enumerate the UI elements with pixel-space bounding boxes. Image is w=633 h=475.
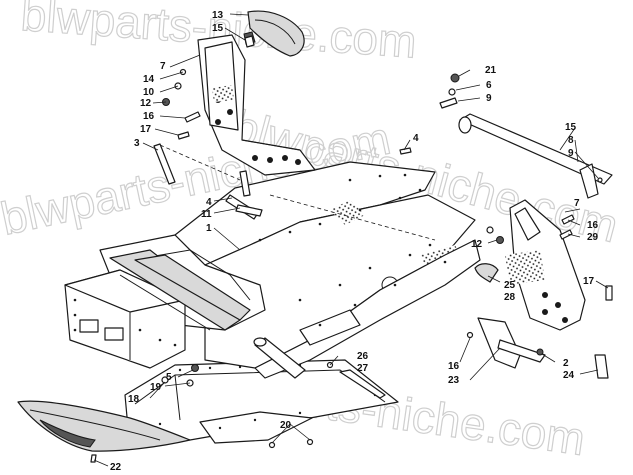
callout-16-bottom: 16 [448,361,460,372]
callout-17-right: 17 [583,276,595,287]
callout-1: 1 [206,223,212,234]
callout-24: 24 [563,370,575,381]
callout-14: 14 [143,74,155,85]
clamp-25 [474,263,499,283]
callouts: 13 15 7 14 10 12 16 17 3 21 6 9 15 8 9 4… [110,10,599,473]
callout-4-top: 4 [413,133,419,144]
steering-shaft [153,143,176,185]
callout-15-top: 15 [212,23,224,34]
callout-9-top: 9 [486,93,492,104]
callout-27: 27 [357,363,369,374]
left-steering-plate [197,34,316,176]
callout-9-right: 9 [568,148,574,159]
callout-2: 2 [563,358,569,369]
chassis-frame [64,144,481,379]
strap-24 [594,354,609,379]
callout-12-left: 12 [140,98,152,109]
callout-19: 19 [150,382,162,393]
callout-8: 8 [568,135,574,146]
callout-18: 18 [128,394,140,405]
right-bracket [505,199,586,331]
callout-20: 20 [280,420,292,431]
callout-11: 11 [201,209,212,220]
callout-21: 21 [485,65,497,76]
callout-16-right: 16 [587,220,599,231]
callout-12-right: 12 [471,239,483,250]
callout-26: 26 [357,351,369,362]
callout-6: 6 [486,80,492,91]
cross-shaft [458,113,613,199]
callout-15-right: 15 [565,122,577,133]
callout-29: 29 [587,232,599,243]
callout-23: 23 [448,375,460,386]
bumper-bracket-right [477,317,546,369]
callout-25: 25 [504,280,516,291]
callout-22: 22 [110,462,122,473]
callout-10: 10 [143,87,155,98]
callout-28: 28 [504,292,516,303]
callout-3: 3 [134,138,140,149]
callout-7-right: 7 [574,198,580,209]
callout-16-left: 16 [143,111,155,122]
callout-7-left: 7 [160,61,166,72]
callout-17-left: 17 [140,124,152,135]
callout-5: 5 [166,372,172,383]
callout-13: 13 [212,10,224,21]
callout-4-left: 4 [206,197,212,208]
nose-pan [17,400,191,452]
leader-lines [93,13,609,467]
